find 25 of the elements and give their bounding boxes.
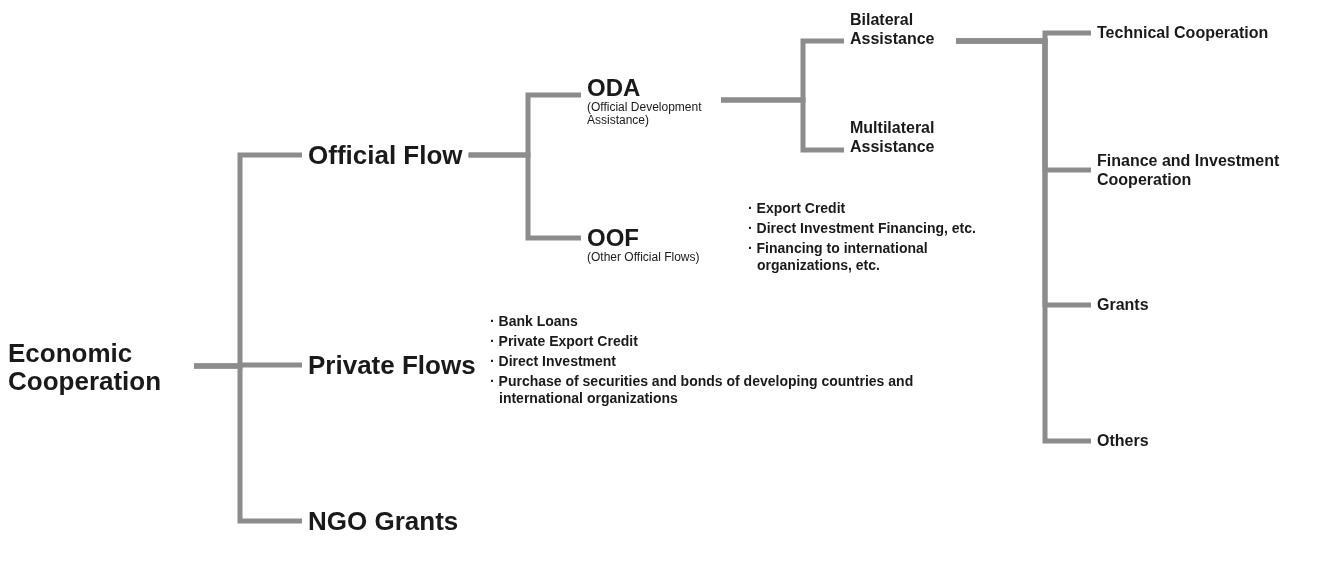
node-label: Bilateral Assistance [850,10,936,48]
node-label: OOF [587,225,640,251]
bullet-item: · Bank Loans [490,313,579,330]
node-subtitle: (Other Official Flows) [587,251,700,264]
tree-connector [721,97,844,153]
tree-connector [194,363,302,524]
node-label: Grants [1097,295,1149,314]
node-label: Finance and Investment Cooperation [1097,151,1281,189]
bullet-item: · Direct Investment Financing, etc. [748,220,977,237]
node-label: ODA [587,75,642,101]
node-label: Official Flow [308,140,463,170]
tree-connector [468,152,581,241]
node-label: Economic Cooperation [8,339,163,395]
bullet-item: · Export Credit [748,200,847,217]
tree-connector [956,38,1091,444]
node-label: Multilateral Assistance [850,118,936,156]
node-label: NGO Grants [308,506,459,536]
bullet-item: · Direct Investment [490,353,618,370]
node-label: Others [1097,431,1149,450]
node-subtitle: (Official Development Assistance) [587,101,703,127]
bullet-item: · Financing to international organizations, etc. [748,240,929,274]
bullet-item: · Private Export Credit [490,333,639,350]
node-label: Technical Cooperation [1097,23,1269,42]
bullet-item: · Purchase of securities and bonds of developing countries and international organizations [490,373,915,407]
node-label: Private Flows [308,350,476,380]
